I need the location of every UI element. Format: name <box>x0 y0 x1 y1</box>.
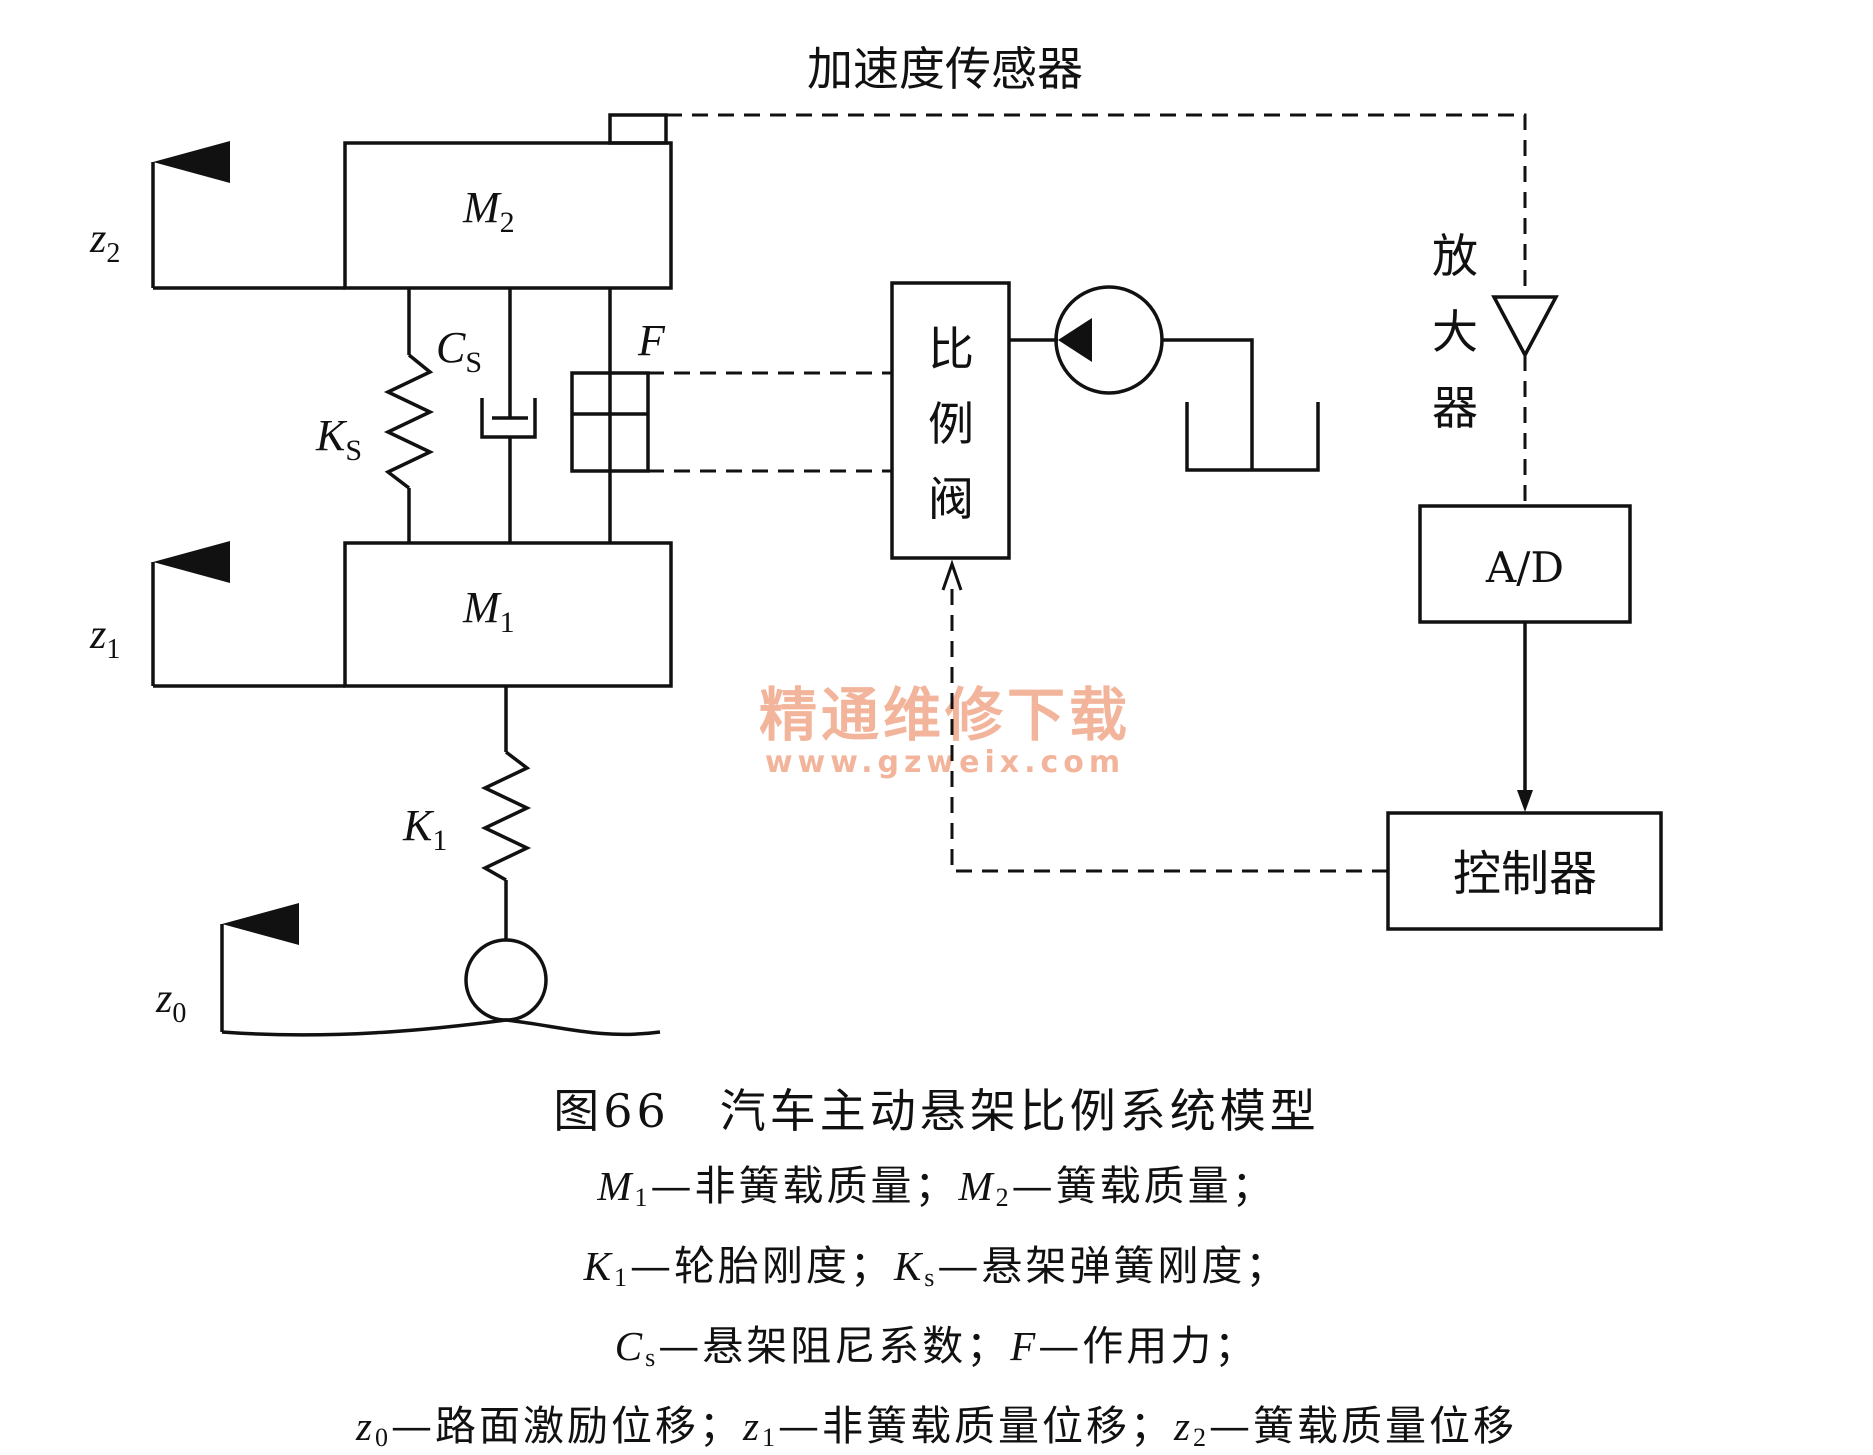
m1-label: M1 <box>462 583 515 639</box>
amplifier-char-1: 放 <box>1432 229 1478 283</box>
ad-label: A/D <box>1485 543 1564 592</box>
k1-label: K1 <box>402 801 447 857</box>
tire-spring <box>480 686 532 940</box>
legend-line-1: M1—非簧载质量；M2—簧载质量； <box>597 1162 1276 1212</box>
controller-to-valve-line <box>950 585 1388 873</box>
valve-char-1: 比 <box>928 322 974 376</box>
z2-label: z2 <box>89 216 120 269</box>
tank-line <box>1162 338 1254 470</box>
proportional-valve <box>890 281 1011 560</box>
legend-line-3: Cs—悬架阻尼系数；F—作用力； <box>614 1322 1259 1372</box>
wheel-icon <box>464 938 548 1022</box>
valve-input-arrow <box>941 559 963 591</box>
m2-label: M2 <box>462 183 515 239</box>
road-surface <box>221 1018 661 1037</box>
cs-label: CS <box>436 323 482 379</box>
valve-char-2: 例 <box>928 397 974 451</box>
controller-input-arrow <box>1517 790 1533 812</box>
amplifier-icon <box>1491 295 1559 359</box>
ks-label: KS <box>315 411 362 467</box>
watermark-text: 精通维修下载 <box>759 681 1131 749</box>
legend-line-4: z0—路面激励位移；z1—非簧载质量位移；z2—簧载质量位移 <box>356 1402 1517 1452</box>
z0-label: z0 <box>155 976 186 1029</box>
pump-direction-arrow <box>1058 318 1092 362</box>
force-actuator <box>570 288 650 543</box>
controller-label: 控制器 <box>1453 846 1597 902</box>
sensor-label: 加速度传感器 <box>807 42 1083 96</box>
reservoir-tank <box>1185 402 1320 472</box>
figure-caption: 图66 汽车主动悬架比例系统模型 <box>553 1084 1320 1138</box>
f-label: F <box>637 316 666 365</box>
sprung-mass-block <box>343 141 673 290</box>
amplifier-char-3: 器 <box>1432 381 1478 435</box>
valve-char-3: 阀 <box>928 472 974 526</box>
z1-label: z1 <box>89 612 120 665</box>
suspension-spring <box>383 288 435 543</box>
watermark-url: www.gzweix.com <box>765 745 1125 780</box>
legend-line-2: K1—轮胎刚度；Ks—悬架弹簧刚度； <box>583 1242 1290 1292</box>
sensor-signal-line <box>666 113 1527 297</box>
acceleration-sensor <box>608 113 668 145</box>
suspension-damper <box>480 288 537 543</box>
unsprung-mass-block <box>343 541 673 688</box>
amplifier-char-2: 大 <box>1432 305 1478 359</box>
